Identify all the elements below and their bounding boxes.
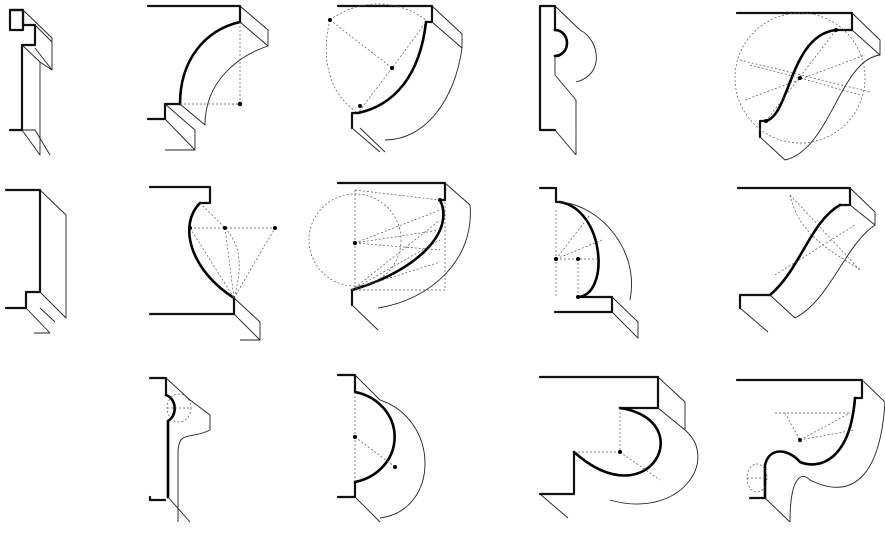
moulding-large-ovolo (538, 375, 699, 519)
moulding-plain-fascia (4, 188, 67, 334)
moulding-ovolo-construction (538, 186, 639, 339)
moulding-listel-fillet (8, 8, 53, 156)
moulding-torus-fillet (148, 376, 211, 523)
moulding-cyma-bead (735, 378, 885, 523)
moulding-cavetto (146, 4, 269, 151)
moulding-bead (538, 4, 597, 156)
moulding-cyma-reversa (736, 186, 876, 333)
moulding-scotia-construction (325, 3, 463, 153)
moulding-ellipse-construction (308, 181, 471, 331)
moulding-cavetto-construction (148, 185, 277, 341)
moulding-cyma-recta-circles (734, 11, 881, 161)
moulding-quarter-round (336, 373, 426, 523)
